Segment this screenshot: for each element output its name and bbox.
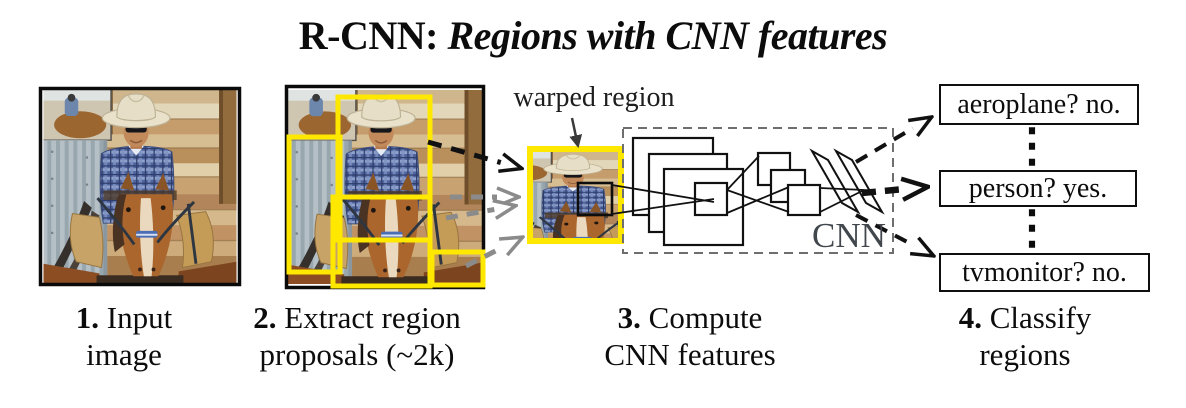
step-text: proposals (~2k) <box>259 337 455 372</box>
arrow-person-proposal-to-warp <box>427 139 520 168</box>
warped-region-pointer-arrow <box>569 117 583 149</box>
step-text: Compute <box>648 300 763 335</box>
fc-layers <box>809 148 885 215</box>
conv-connection-lines <box>726 155 790 214</box>
warped-region-image <box>527 146 624 244</box>
vertical-ellipsis-icon: ⋮ <box>1009 120 1055 171</box>
proposal-box-person <box>335 94 433 243</box>
figure-title-prefix: R-CNN: <box>298 13 439 58</box>
arrow-gray-proposal-to-warp-3 <box>464 238 521 269</box>
step-number: 4. <box>958 300 982 335</box>
region-proposals-image <box>284 84 486 290</box>
arrow-gray-proposal-to-warp-2 <box>445 206 514 221</box>
step-text: regions <box>979 337 1071 372</box>
step-label-3: 3. Compute CNN features <box>540 299 840 373</box>
step-number: 3. <box>617 300 641 335</box>
classification-box-person: person? yes. <box>939 170 1137 207</box>
classification-box-tvmonitor: tvmonitor? no. <box>939 253 1150 292</box>
arrow-cnn-to-person <box>861 187 926 193</box>
figure-title-emphasis: Regions with CNN features <box>447 13 888 58</box>
arrow-cnn-to-tvmonitor <box>855 213 932 255</box>
step-text: image <box>86 337 162 372</box>
step-label-4: 4. Classify regions <box>875 299 1175 373</box>
vertical-ellipsis-icon: ⋮ <box>1009 202 1055 253</box>
receptive-field-lines <box>611 184 715 215</box>
classification-text-person: person? yes. <box>968 172 1108 204</box>
figure-title: R-CNN: Regions with CNN features <box>0 12 1186 59</box>
warped-region-label: warped region <box>513 82 675 113</box>
cnn-label: CNN <box>812 216 886 255</box>
classification-text-tvmonitor: tvmonitor? no. <box>962 256 1127 288</box>
classification-text-aeroplane: aeroplane? no. <box>957 88 1121 120</box>
step-number: 2. <box>253 300 277 335</box>
step-text: Extract region <box>284 300 461 335</box>
step-number: 1. <box>75 300 100 335</box>
input-image <box>38 86 242 287</box>
cnn-network <box>611 127 894 254</box>
receptive-field-box <box>576 181 614 217</box>
step-label-1: 1. Input image <box>0 299 274 373</box>
step-text: CNN features <box>604 337 776 372</box>
step-text: Input <box>106 300 173 335</box>
classification-box-aeroplane: aeroplane? no. <box>939 84 1139 125</box>
proposal-box-horse <box>330 194 433 289</box>
arrow-cnn-to-aeroplane <box>854 118 930 164</box>
conv-layer-2 <box>756 151 822 217</box>
step-text: Classify <box>989 300 1092 335</box>
proposal-box-corner <box>429 249 486 288</box>
step-label-2: 2. Extract region proposals (~2k) <box>207 299 507 373</box>
